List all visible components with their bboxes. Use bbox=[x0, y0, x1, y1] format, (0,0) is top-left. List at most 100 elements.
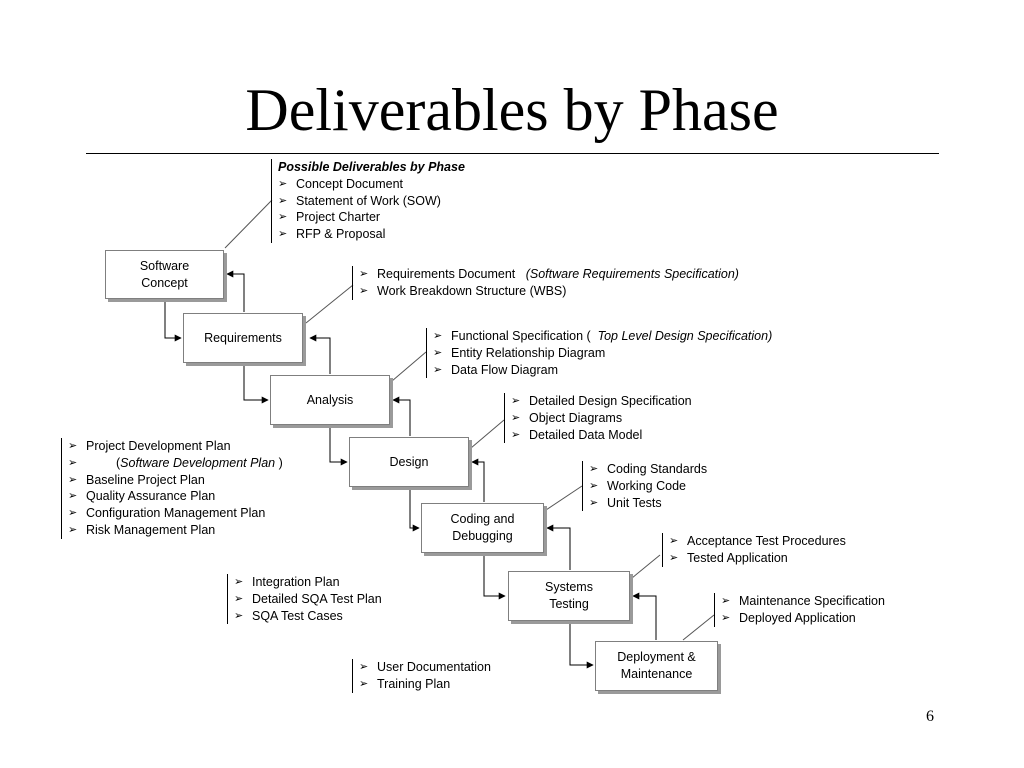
list-item: ➢SQA Test Cases bbox=[234, 608, 343, 623]
page-title: Deliverables by Phase bbox=[245, 77, 779, 143]
arrow-bullet-icon: ➢ bbox=[669, 550, 679, 564]
arrow-bullet-icon: ➢ bbox=[234, 591, 244, 605]
arrow-bullet-icon: ➢ bbox=[589, 495, 599, 509]
flow-arrow bbox=[569, 622, 594, 669]
phase-label: Systems Testing bbox=[545, 580, 593, 611]
phase-label: Deployment & Maintenance bbox=[617, 650, 696, 681]
feedback-arrow bbox=[392, 396, 411, 436]
arrow-bullet-icon: ➢ bbox=[278, 227, 288, 241]
requirements-deliverables: ➢Requirements Document (Software Require… bbox=[352, 266, 739, 300]
user-doc-deliverables: ➢User Documentation ➢Training Plan bbox=[352, 659, 491, 693]
arrow-bullet-icon: ➢ bbox=[68, 506, 78, 520]
list-item: ➢Detailed Data Model bbox=[511, 427, 643, 442]
arrow-bullet-icon: ➢ bbox=[278, 210, 288, 224]
phase-box-systems-testing: Systems Testing bbox=[508, 571, 630, 621]
list-item: ➢Configuration Management Plan bbox=[68, 506, 266, 521]
arrow-bullet-icon: ➢ bbox=[68, 522, 78, 536]
concept-deliverables: Possible Deliverables by Phase ➢Concept … bbox=[271, 159, 465, 243]
list-item: ➢Working Code bbox=[589, 478, 686, 493]
arrow-bullet-icon: ➢ bbox=[359, 676, 369, 690]
arrow-bullet-icon: ➢ bbox=[68, 489, 78, 503]
callout-line bbox=[224, 199, 273, 249]
arrow-bullet-icon: ➢ bbox=[589, 462, 599, 475]
arrow-bullet-icon: ➢ bbox=[68, 455, 78, 469]
arrow-bullet-icon: ➢ bbox=[359, 267, 369, 280]
flow-arrow bbox=[409, 488, 420, 532]
phase-label: Design bbox=[389, 454, 429, 469]
list-item: ➢Functional Specification ( Top Level De… bbox=[433, 329, 773, 343]
list-item: ➢Tested Application bbox=[669, 550, 788, 565]
project-plan-deliverables: ➢Project Development Plan ➢(Software Dev… bbox=[61, 438, 283, 539]
analysis-deliverables: ➢Functional Specification ( Top Level De… bbox=[426, 328, 773, 379]
arrow-bullet-icon: ➢ bbox=[721, 594, 731, 607]
arrow-bullet-icon: ➢ bbox=[511, 410, 521, 424]
list-item: ➢Coding Standards bbox=[589, 462, 708, 476]
callout-line bbox=[545, 485, 583, 511]
list-item: ➢Detailed SQA Test Plan bbox=[234, 591, 382, 606]
list-item: ➢User Documentation bbox=[359, 660, 491, 674]
phase-box-deployment-maintenance: Deployment & Maintenance bbox=[595, 641, 718, 691]
arrow-bullet-icon: ➢ bbox=[721, 610, 731, 624]
list-item: ➢Training Plan bbox=[359, 676, 451, 691]
feedback-arrow bbox=[226, 270, 245, 312]
list-item: ➢Object Diagrams bbox=[511, 410, 623, 425]
list-item: ➢Unit Tests bbox=[589, 495, 662, 510]
arrow-bullet-icon: ➢ bbox=[68, 472, 78, 486]
flow-arrow bbox=[483, 554, 506, 600]
arrow-bullet-icon: ➢ bbox=[68, 439, 78, 452]
feedback-arrow bbox=[632, 592, 657, 640]
testing-deliverables: ➢Acceptance Test Procedures ➢Tested Appl… bbox=[662, 533, 846, 567]
arrow-bullet-icon: ➢ bbox=[278, 193, 288, 207]
arrow-bullet-icon: ➢ bbox=[433, 362, 443, 376]
list-item: ➢Baseline Project Plan bbox=[68, 472, 205, 487]
list-item: ➢Requirements Document (Software Require… bbox=[359, 267, 739, 281]
phase-box-design: Design bbox=[349, 437, 469, 487]
arrow-bullet-icon: ➢ bbox=[433, 329, 443, 342]
phase-label: Coding and Debugging bbox=[450, 512, 515, 543]
phase-label: Analysis bbox=[306, 392, 354, 407]
callout-line bbox=[305, 284, 354, 324]
title-divider bbox=[86, 153, 939, 154]
arrow-bullet-icon: ➢ bbox=[589, 478, 599, 492]
phase-box-requirements: Requirements bbox=[183, 313, 303, 363]
page-number: 6 bbox=[926, 708, 934, 725]
design-deliverables: ➢Detailed Design Specification ➢Object D… bbox=[504, 393, 692, 444]
flow-arrow bbox=[164, 300, 182, 342]
arrow-bullet-icon: ➢ bbox=[669, 534, 679, 547]
list-item: ➢Quality Assurance Plan bbox=[68, 489, 216, 504]
list-item: ➢Entity Relationship Diagram bbox=[433, 345, 606, 360]
feedback-arrow bbox=[471, 458, 485, 502]
arrow-bullet-icon: ➢ bbox=[234, 608, 244, 622]
callout-line bbox=[470, 419, 505, 449]
feedback-arrow bbox=[546, 524, 571, 570]
feedback-arrow bbox=[309, 334, 331, 374]
arrow-bullet-icon: ➢ bbox=[433, 345, 443, 359]
arrow-bullet-icon: ➢ bbox=[511, 427, 521, 441]
arrow-bullet-icon: ➢ bbox=[511, 394, 521, 407]
callout-line bbox=[391, 351, 427, 382]
list-item: ➢Deployed Application bbox=[721, 610, 856, 625]
list-item: ➢Risk Management Plan bbox=[68, 522, 216, 537]
deployment-deliverables: ➢Maintenance Specification ➢Deployed App… bbox=[714, 593, 885, 627]
list-item: ➢Data Flow Diagram bbox=[433, 362, 558, 377]
callout-line bbox=[631, 554, 661, 579]
list-item: ➢Project Development Plan bbox=[68, 439, 231, 453]
list-item: ➢Project Charter bbox=[278, 210, 381, 225]
list-item: ➢Integration Plan bbox=[234, 575, 340, 589]
flow-arrow bbox=[329, 426, 348, 466]
list-item: ➢Maintenance Specification bbox=[721, 594, 885, 608]
phase-label: Software Concept bbox=[139, 258, 190, 290]
arrow-bullet-icon: ➢ bbox=[359, 283, 369, 297]
arrow-bullet-icon: ➢ bbox=[359, 660, 369, 673]
phase-box-coding-and-debugging: Coding and Debugging bbox=[421, 503, 544, 553]
phase-box-software-concept: Software Concept bbox=[105, 250, 224, 299]
list-item: ➢(Software Development Plan ) bbox=[68, 455, 283, 470]
list-item: ➢Acceptance Test Procedures bbox=[669, 534, 846, 548]
coding-deliverables: ➢Coding Standards ➢Working Code ➢Unit Te… bbox=[582, 461, 708, 512]
flow-arrow bbox=[243, 364, 269, 404]
phase-label: Requirements bbox=[204, 330, 282, 345]
list-item: ➢Statement of Work (SOW) bbox=[278, 193, 441, 208]
list-item: ➢RFP & Proposal bbox=[278, 227, 386, 242]
deliverables-heading: Possible Deliverables by Phase bbox=[278, 160, 465, 174]
